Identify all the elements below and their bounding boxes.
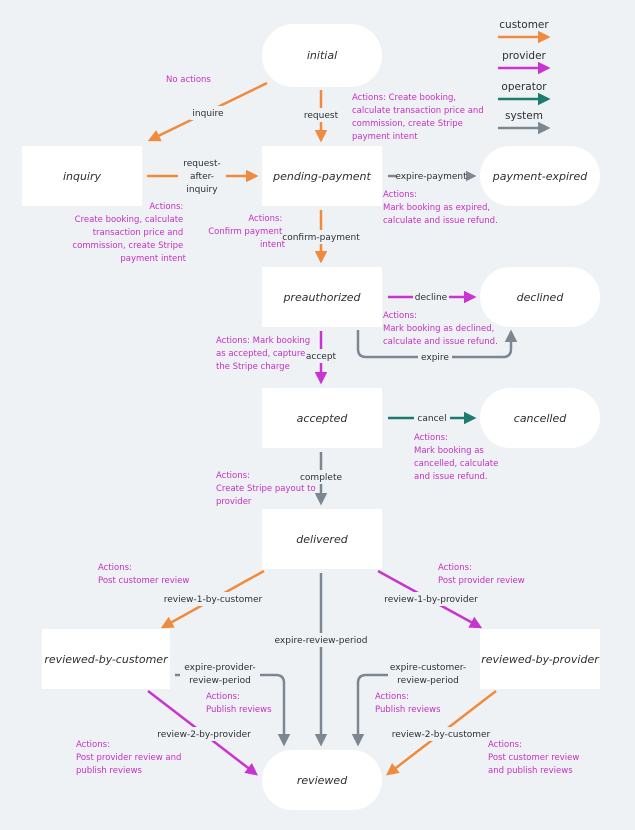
state-payment-expired: payment-expired	[480, 146, 600, 206]
label-expire-provider-review-period-2: review-period	[189, 676, 251, 686]
actions-expire-payment: Actions: Mark booking as expired, calcul…	[383, 190, 498, 226]
legend: customer provider operator system	[498, 19, 551, 135]
state-payment-expired-label: payment-expired	[492, 170, 589, 183]
label-request: request	[304, 111, 339, 121]
label-request-after-inquiry-1: request-	[183, 159, 220, 169]
legend-label-provider: provider	[502, 50, 546, 62]
state-cancelled: cancelled	[480, 388, 600, 448]
label-expire-provider-review-period-1: expire-provider-	[184, 663, 255, 673]
actions-cancel: Actions: Mark booking as cancelled, calc…	[414, 433, 501, 482]
label-cancel: cancel	[417, 414, 446, 424]
state-delivered: delivered	[262, 509, 382, 569]
actions-request-after-inquiry: Actions: Create booking, calculate trans…	[72, 202, 186, 264]
state-reviewed-by-provider: reviewed-by-provider	[480, 629, 600, 689]
label-expire: expire	[421, 353, 449, 363]
state-nodes: initial inquiry pending-payment payment-…	[22, 24, 600, 810]
actions-confirm-payment: Actions: Confirm payment intent	[208, 214, 285, 250]
label-complete: complete	[300, 473, 343, 483]
state-initial-label: initial	[307, 49, 337, 62]
state-reviewed-label: reviewed	[297, 774, 348, 787]
state-inquiry-label: inquiry	[63, 170, 102, 183]
state-reviewed: reviewed	[262, 750, 382, 810]
state-declined-label: declined	[517, 291, 565, 304]
state-declined: declined	[480, 267, 600, 327]
edge-expire-provider-review-period	[175, 673, 291, 747]
state-delivered-label: delivered	[296, 533, 348, 546]
label-expire-payment: expire-payment	[395, 172, 467, 182]
label-review-2-by-provider: review-2-by-provider	[157, 730, 251, 740]
actions-accept: Actions: Mark booking as accepted, captu…	[216, 336, 313, 372]
actions-expire-customer-review-period: Actions: Publish reviews	[375, 692, 441, 715]
actions-expire-provider-review-period: Actions: Publish reviews	[206, 692, 272, 715]
label-request-after-inquiry-2: after-	[190, 172, 214, 182]
state-preauthorized-label: preauthorized	[282, 291, 361, 304]
label-request-after-inquiry-3: inquiry	[186, 185, 218, 195]
state-pending-payment: pending-payment	[262, 146, 382, 206]
label-decline: decline	[415, 293, 448, 303]
label-accept: accept	[306, 352, 337, 362]
state-pending-payment-label: pending-payment	[272, 170, 371, 183]
label-expire-customer-review-period-2: review-period	[397, 676, 459, 686]
actions-decline: Actions: Mark booking as declined, calcu…	[383, 311, 498, 347]
label-inquire: inquire	[192, 109, 224, 119]
state-reviewed-by-customer: reviewed-by-customer	[42, 629, 170, 689]
actions-review-1-by-customer: Actions: Post customer review	[98, 563, 189, 586]
label-review-1-by-provider: review-1-by-provider	[384, 595, 478, 605]
label-expire-review-period: expire-review-period	[275, 636, 368, 646]
legend-label-system: system	[505, 110, 543, 122]
legend-label-operator: operator	[501, 81, 547, 93]
actions-review-2-by-provider: Actions: Post provider review and publis…	[76, 740, 184, 776]
edge-labels: inquire request request- after- inquiry …	[157, 109, 490, 740]
state-reviewed-by-provider-label: reviewed-by-provider	[481, 653, 600, 666]
edge-expire-customer-review-period	[351, 673, 466, 747]
state-reviewed-by-customer-label: reviewed-by-customer	[44, 653, 169, 666]
state-accepted: accepted	[262, 388, 382, 448]
state-accepted-label: accepted	[297, 412, 349, 425]
actions-request: Actions: Create booking, calculate trans…	[352, 93, 486, 142]
actions-inquire: No actions	[166, 75, 211, 85]
state-inquiry: inquiry	[22, 146, 142, 206]
state-initial: initial	[262, 24, 382, 87]
label-review-1-by-customer: review-1-by-customer	[164, 595, 263, 605]
state-preauthorized: preauthorized	[262, 267, 382, 327]
state-cancelled-label: cancelled	[514, 412, 567, 425]
label-confirm-payment: confirm-payment	[282, 233, 360, 243]
actions-review-1-by-provider: Actions: Post provider review	[438, 563, 525, 586]
actions-review-2-by-customer: Actions: Post customer review and publis…	[488, 740, 582, 776]
actions-complete: Actions: Create Stripe payout to provide…	[216, 471, 318, 507]
label-review-2-by-customer: review-2-by-customer	[392, 730, 491, 740]
action-annotations: No actions Actions: Create booking, calc…	[72, 75, 582, 776]
edge-label-backgrounds	[156, 106, 489, 741]
label-expire-customer-review-period-1: expire-customer-	[390, 663, 466, 673]
legend-label-customer: customer	[499, 19, 549, 31]
